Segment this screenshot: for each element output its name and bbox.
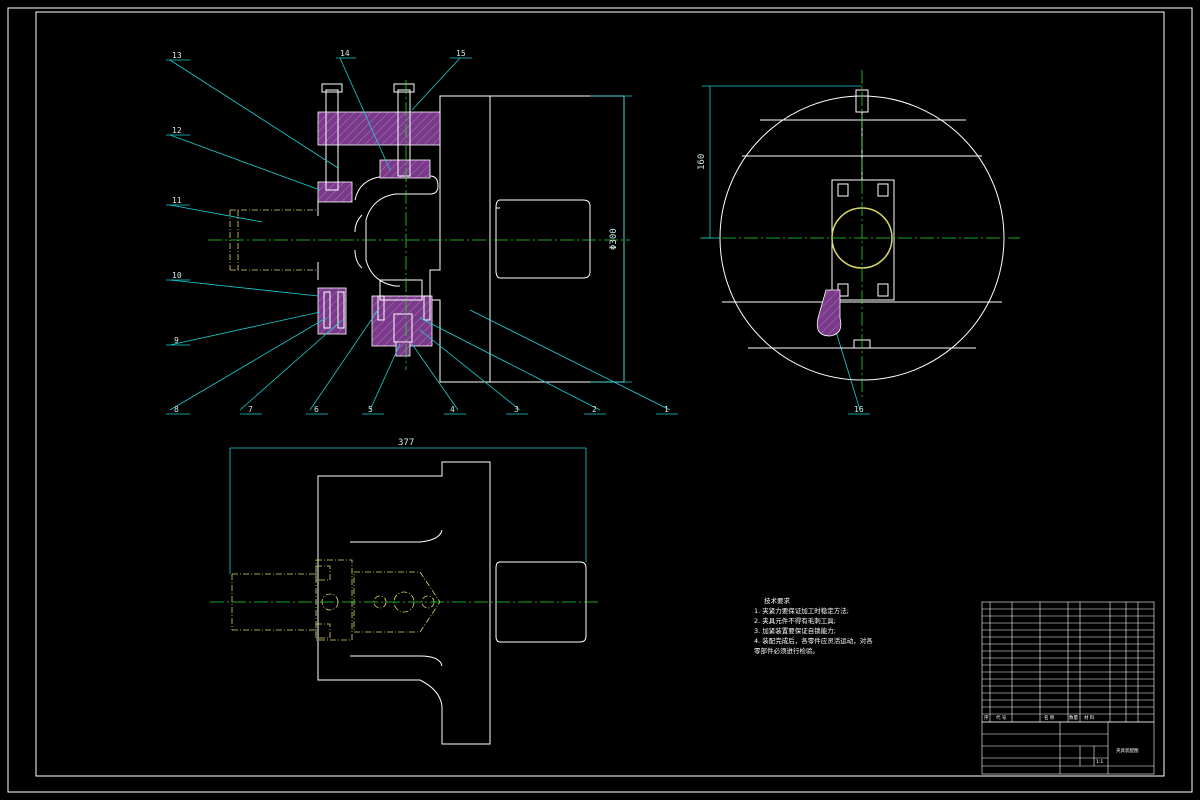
notes-line-5: 零部件必须进行检验。 xyxy=(754,646,819,655)
bom-header-material: 材 料 xyxy=(1084,714,1095,721)
notes-title: 技术要求 xyxy=(764,596,791,605)
bom-header-code: 代 号 xyxy=(996,714,1007,721)
part-label-8: 8 xyxy=(174,405,179,414)
part-label-6: 6 xyxy=(314,405,319,414)
part-label-11: 11 xyxy=(172,196,182,205)
side-view xyxy=(700,70,1020,400)
bom-header-name: 名 称 xyxy=(1044,714,1055,721)
part-label-16: 16 xyxy=(854,405,864,414)
part-label-14: 14 xyxy=(340,49,350,58)
part-number-labels: 13 12 11 10 9 8 7 6 5 4 3 2 1 14 15 16 xyxy=(172,49,864,414)
part-label-13: 13 xyxy=(172,51,182,60)
notes-line-1: 1. 夹紧力要保证加工时稳定方法; xyxy=(754,606,849,615)
title-block: 序 代 号 名 称 数量 材 料 夹具装配图 1:1 xyxy=(981,601,1155,775)
notes-line-4: 4. 装配完成后，各零件应灵活运动，对各 xyxy=(754,636,873,645)
part-label-9: 9 xyxy=(174,336,179,345)
part-label-1: 1 xyxy=(664,405,669,414)
outer-frame xyxy=(7,7,1193,793)
technical-notes: 技术要求 1. 夹紧力要保证加工时稳定方法; 2. 夹具元件不得有毛刺工具; 3… xyxy=(754,596,873,655)
bom-header-seq: 序 xyxy=(984,714,989,721)
drawing-scale: 1:1 xyxy=(1096,759,1103,765)
part-label-10: 10 xyxy=(172,271,182,280)
part-label-7: 7 xyxy=(248,405,253,414)
part-label-12: 12 xyxy=(172,126,182,135)
part-label-15: 15 xyxy=(456,49,466,58)
part-label-4: 4 xyxy=(450,405,455,414)
part-label-2: 2 xyxy=(592,405,597,414)
leader-lines xyxy=(166,57,870,415)
part-label-5: 5 xyxy=(368,405,373,414)
inner-frame xyxy=(35,11,1165,777)
notes-line-3: 3. 加紧装置要保证自锁能力; xyxy=(754,626,836,635)
top-view xyxy=(210,447,600,745)
dim-diameter-300: Φ300 xyxy=(609,228,619,250)
drawing-title: 夹具装配图 xyxy=(1116,747,1139,754)
notes-line-2: 2. 夹具元件不得有毛刺工具; xyxy=(754,616,836,625)
bom-header-qty: 数量 xyxy=(1069,714,1078,721)
front-view xyxy=(208,80,632,383)
dim-160: 160 xyxy=(697,154,707,170)
part-label-3: 3 xyxy=(514,405,519,414)
dim-377: 377 xyxy=(398,438,414,448)
